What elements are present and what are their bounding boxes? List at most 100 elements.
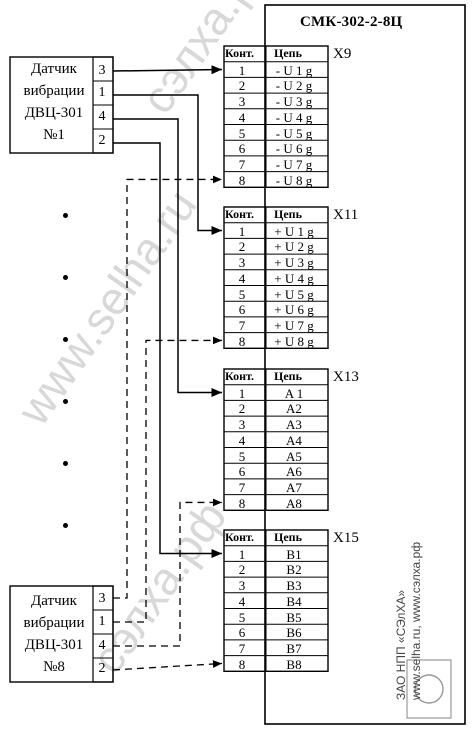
table-row-contact: 6 [238, 464, 246, 480]
table-row-circuit: - U 8 g [275, 172, 313, 188]
table-row-circuit: - U 2 g [275, 78, 313, 94]
block-x15-title: X15 [333, 530, 359, 546]
ellipsis-dot [63, 275, 68, 280]
sensor-1-pin: 1 [98, 85, 106, 100]
table-row-circuit: B1 [286, 546, 302, 562]
table-row-contact: 5 [238, 609, 246, 625]
table-header-contact: Конт. [225, 369, 255, 383]
company-logo [406, 659, 452, 719]
table-row-circuit: A4 [286, 432, 302, 448]
sensor-1-pin: 3 [98, 63, 106, 78]
sensor-label-line: №1 [43, 127, 65, 143]
device-title: СМК-302-2-8Ц [300, 14, 403, 30]
table-row-contact: 7 [238, 479, 246, 495]
wire-sensor8-x9 [113, 175, 222, 599]
table-row-circuit: A8 [286, 495, 302, 511]
wire-sensor8-x13 [113, 498, 222, 647]
table-row-circuit: A7 [286, 479, 302, 495]
ellipsis-dot [63, 523, 68, 528]
wire-sensor1-x15 [113, 142, 222, 559]
sensor-1-pin: 4 [98, 109, 106, 124]
sensor-8-label: Датчик вибрации ДВЦ-301 №8 [10, 590, 98, 678]
table-row-circuit: A3 [286, 417, 302, 433]
table-row-contact: 8 [238, 172, 246, 188]
wire-sensor1-x9 [112, 65, 223, 75]
wire-sensor1-x11 [113, 94, 222, 236]
company-name: ЗАО НПП «СЭлХА» [394, 589, 408, 700]
table-row-circuit: + U 4 g [274, 270, 314, 286]
table-row-circuit: + U 6 g [274, 302, 314, 318]
company-site: www.selha.ru, www.сэлха.рф [409, 541, 423, 700]
table-row-circuit: A 1 [284, 385, 304, 401]
sensor-1-pin: 2 [98, 133, 106, 148]
ellipsis-dot [63, 399, 68, 404]
table-row-contact: 2 [238, 239, 246, 255]
ellipsis-dot [63, 213, 68, 218]
table-header-contact: Конт. [225, 46, 255, 60]
sensor-label-line: №8 [43, 659, 65, 675]
table-header-circuit: Цепь [274, 46, 302, 60]
sensor-8-pin: 2 [98, 661, 106, 676]
block-x13-title: X13 [333, 369, 359, 385]
wire-sensor1-x13 [113, 118, 222, 398]
device-outline [264, 4, 466, 725]
table-row-contact: 8 [238, 333, 246, 349]
table-row-contact: 5 [238, 125, 246, 141]
table-row-contact: 3 [238, 417, 246, 433]
table-row-contact: 7 [238, 156, 246, 172]
table-row-contact: 6 [238, 302, 246, 318]
table-row-contact: 2 [238, 562, 246, 578]
table-row-circuit: A6 [286, 464, 302, 480]
terminal-block-frame [223, 529, 329, 673]
table-row-circuit: + U 2 g [274, 239, 314, 255]
table-row-contact: 1 [238, 62, 246, 78]
table-row-circuit: + U 7 g [274, 317, 314, 333]
table-row-circuit: B2 [286, 562, 302, 578]
sensor-8-pin: 1 [98, 614, 106, 629]
sensor-8-pin: 4 [98, 638, 106, 653]
table-row-contact: 8 [238, 656, 246, 672]
company-footer: ЗАО НПП «СЭлХА» www.selha.ru, www.сэлха.… [394, 542, 424, 700]
table-row-contact: 2 [238, 78, 246, 94]
block-x9-title: X9 [333, 46, 352, 62]
table-header-contact: Конт. [225, 207, 255, 221]
sensor-label-line: Датчик [31, 61, 77, 77]
table-row-circuit: B5 [286, 609, 302, 625]
table-row-contact: 7 [238, 317, 246, 333]
table-header-circuit: Цепь [274, 369, 302, 383]
table-row-circuit: - U 5 g [275, 125, 313, 141]
table-row-contact: 1 [238, 546, 246, 562]
sensor-8-pin: 3 [98, 591, 106, 606]
table-header-contact: Конт. [225, 530, 255, 544]
table-row-circuit: - U 4 g [275, 109, 313, 125]
table-row-circuit: + U 3 g [274, 255, 314, 271]
terminal-block-frame [223, 368, 329, 512]
table-row-circuit: B3 [286, 578, 302, 594]
table-row-contact: 5 [238, 448, 246, 464]
sensor-label-line: вибрации [23, 615, 85, 631]
table-row-contact: 2 [238, 401, 246, 417]
table-row-contact: 5 [238, 286, 246, 302]
table-row-circuit: + U 5 g [274, 286, 314, 302]
table-row-circuit: B7 [286, 640, 302, 656]
table-row-circuit: + U 8 g [274, 333, 314, 349]
table-row-circuit: B8 [286, 656, 302, 672]
table-header-circuit: Цепь [274, 207, 302, 221]
terminal-block-frame [223, 45, 329, 189]
block-x11-title: X11 [333, 207, 359, 223]
table-row-circuit: + U 1 g [274, 223, 314, 239]
table-row-circuit: A2 [286, 401, 302, 417]
table-row-contact: 4 [238, 432, 246, 448]
ellipsis-dot [63, 461, 68, 466]
table-row-contact: 6 [238, 141, 246, 157]
table-row-circuit: - U 7 g [275, 156, 313, 172]
table-row-circuit: B4 [286, 593, 302, 609]
terminal-block-frame [223, 206, 329, 350]
table-row-circuit: - U 3 g [275, 94, 313, 110]
table-row-contact: 3 [238, 94, 246, 110]
ellipsis-dot [63, 337, 68, 342]
table-row-contact: 1 [238, 385, 246, 401]
table-row-contact: 6 [238, 625, 246, 641]
table-row-contact: 3 [238, 255, 246, 271]
